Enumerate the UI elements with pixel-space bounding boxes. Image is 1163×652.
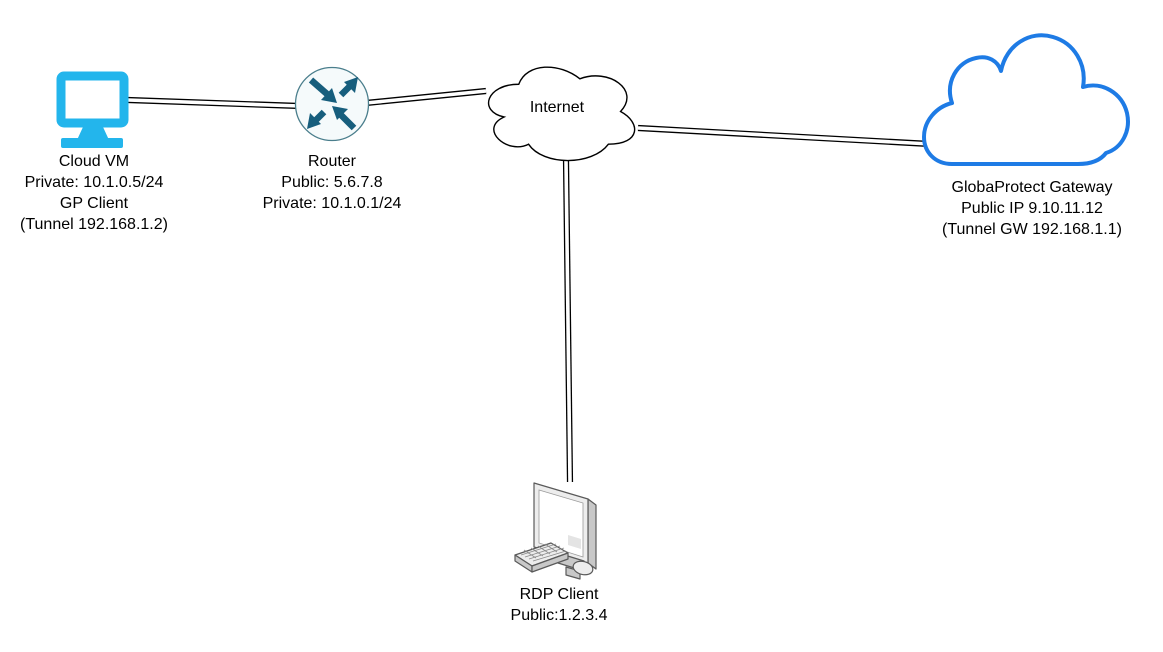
router-public-ip: Public: 5.6.7.8 bbox=[281, 174, 383, 191]
gateway-tunnel-ip: (Tunnel GW 192.168.1.1) bbox=[942, 221, 1122, 238]
cloud-vm-tunnel-ip: (Tunnel 192.168.1.2) bbox=[20, 216, 168, 233]
router-private-ip: Private: 10.1.0.1/24 bbox=[262, 195, 402, 212]
connection-internet-rdp bbox=[562, 159, 574, 483]
internet-label: Internet bbox=[529, 99, 585, 116]
desktop-computer-icon bbox=[514, 482, 597, 580]
router-name: Router bbox=[307, 153, 357, 170]
cloud-vm-name: Cloud VM bbox=[58, 153, 130, 170]
gateway-name: GlobaProtect Gateway bbox=[951, 179, 1113, 196]
cloud-vm-gp-client: GP Client bbox=[59, 195, 129, 212]
monitor-icon bbox=[56, 71, 129, 148]
cloud-vm-label: Cloud VM Private: 10.1.0.5/24 GP Client … bbox=[2, 151, 186, 235]
cloud-vm-private-ip: Private: 10.1.0.5/24 bbox=[24, 174, 164, 191]
router-icon bbox=[294, 66, 370, 142]
gateway-label: GlobaProtect Gateway Public IP 9.10.11.1… bbox=[920, 177, 1144, 240]
router-label: Router Public: 5.6.7.8 Private: 10.1.0.1… bbox=[232, 151, 432, 214]
connection-internet-gateway bbox=[637, 124, 931, 148]
rdp-client-name: RDP Client bbox=[519, 586, 599, 603]
internet-cloud-icon bbox=[487, 66, 636, 162]
rdp-client-label: RDP Client Public:1.2.3.4 bbox=[457, 584, 661, 626]
gateway-public-ip: Public IP 9.10.11.12 bbox=[961, 200, 1103, 217]
rdp-client-public-ip: Public:1.2.3.4 bbox=[510, 607, 608, 624]
connection-router-internet bbox=[365, 87, 487, 107]
gateway-cloud-icon bbox=[922, 33, 1130, 166]
connection-cloudvm-router bbox=[127, 96, 301, 110]
